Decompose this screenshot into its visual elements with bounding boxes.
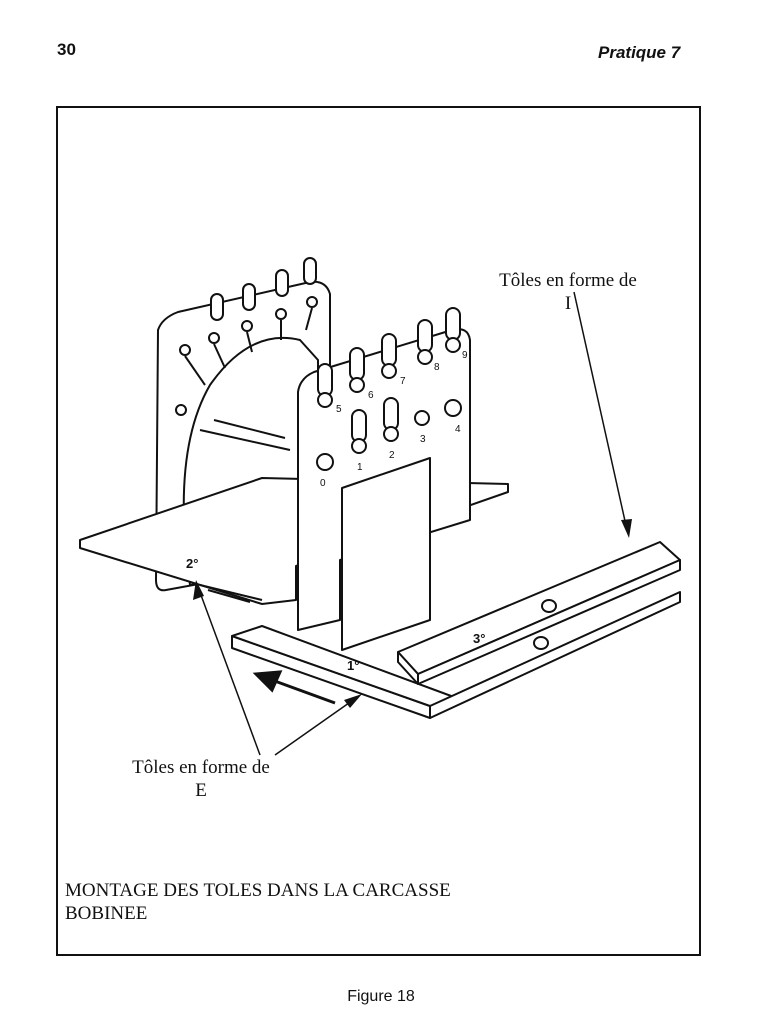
terminal-number: 1 (357, 462, 363, 473)
leader-arrow-i (573, 291, 628, 531)
mounting-hole (541, 599, 557, 613)
plate-number: 3° (473, 631, 485, 646)
terminal-number: 3 (420, 434, 426, 445)
terminal-number: 6 (368, 390, 374, 401)
label-i-line2: I (564, 292, 572, 314)
terminal-number: 4 (455, 424, 461, 435)
figure-number: Figure 18 (347, 988, 415, 1005)
terminal-number: 7 (400, 376, 406, 387)
terminal-number: 0 (320, 478, 326, 489)
terminal-number: 8 (434, 362, 440, 373)
plate-number: 2° (186, 556, 198, 571)
figure-caption: MONTAGE DES TOLES DANS LA CARCASSE BOBIN… (65, 880, 625, 926)
page-number: 30 (57, 40, 76, 59)
plate-number: 1° (347, 658, 359, 673)
leader-arrow-e-2 (274, 697, 357, 756)
insertion-arrow (252, 670, 336, 705)
leader-arrow-e-1 (197, 586, 261, 756)
caption-line-2: BOBINEE (65, 902, 148, 924)
mounting-hole (533, 636, 549, 650)
label-e-line2: E (195, 779, 207, 801)
running-head: Pratique 7 (598, 43, 681, 62)
label-i-line1: Tôles en forme de (499, 270, 637, 291)
back-terminals (175, 257, 318, 416)
front-terminals (316, 307, 462, 471)
label-e-laminations: Tôles en forme de E (96, 757, 306, 803)
figure-frame (56, 106, 701, 956)
label-i-laminations: Tôles en forme de I (462, 270, 674, 316)
terminal-number: 2 (389, 450, 395, 461)
caption-line-1: MONTAGE DES TOLES DANS LA CARCASSE (65, 880, 451, 901)
terminal-number: 5 (336, 404, 342, 415)
terminal-number: 9 (462, 350, 468, 361)
i-plate-3 (397, 541, 681, 675)
label-e-line1: Tôles en forme de (132, 757, 270, 778)
